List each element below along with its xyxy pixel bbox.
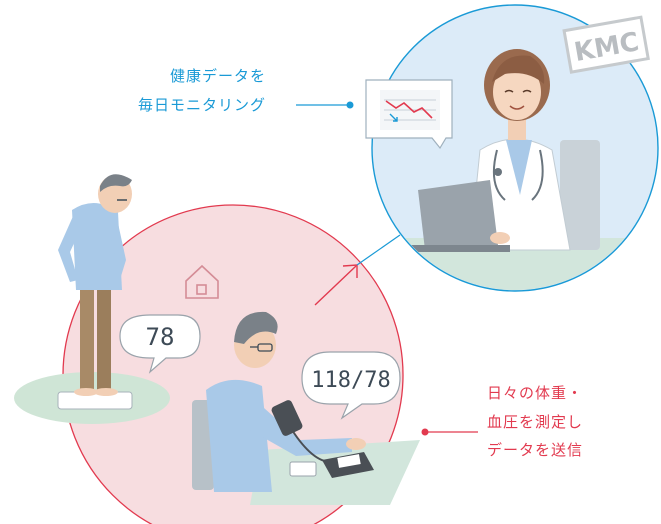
weight-bubble: 78	[119, 314, 201, 374]
seated-person	[192, 311, 420, 505]
sending-caption-line-1: 日々の体重・	[487, 384, 584, 402]
monitoring-caption: 健康データを 毎日モニタリング	[138, 62, 266, 119]
monitoring-caption-line-2: 毎日モニタリング	[138, 95, 267, 114]
down-arrow-icon	[389, 113, 398, 122]
weight-value: 78	[146, 323, 175, 351]
laptop-icon	[418, 180, 498, 250]
chart-card	[365, 79, 453, 150]
bp-bubble: 118/78	[301, 351, 401, 420]
trend-line	[385, 100, 433, 119]
sending-caption-line-3: データを送信	[487, 441, 584, 459]
sending-caption-line-2: 血圧を測定し	[487, 412, 584, 431]
send-leader	[421, 428, 478, 436]
sending-caption: 日々の体重・ 血圧を測定し データを送信	[487, 379, 583, 465]
standing-person	[14, 174, 170, 424]
bp-value: 118/78	[311, 368, 390, 393]
connector-line	[356, 234, 401, 266]
kmc-logo: KMC	[562, 15, 650, 74]
house-icon	[185, 264, 219, 299]
phone-icon	[289, 461, 317, 477]
monitor-leader	[296, 101, 354, 109]
monitoring-caption-line-1: 健康データを	[170, 67, 267, 85]
